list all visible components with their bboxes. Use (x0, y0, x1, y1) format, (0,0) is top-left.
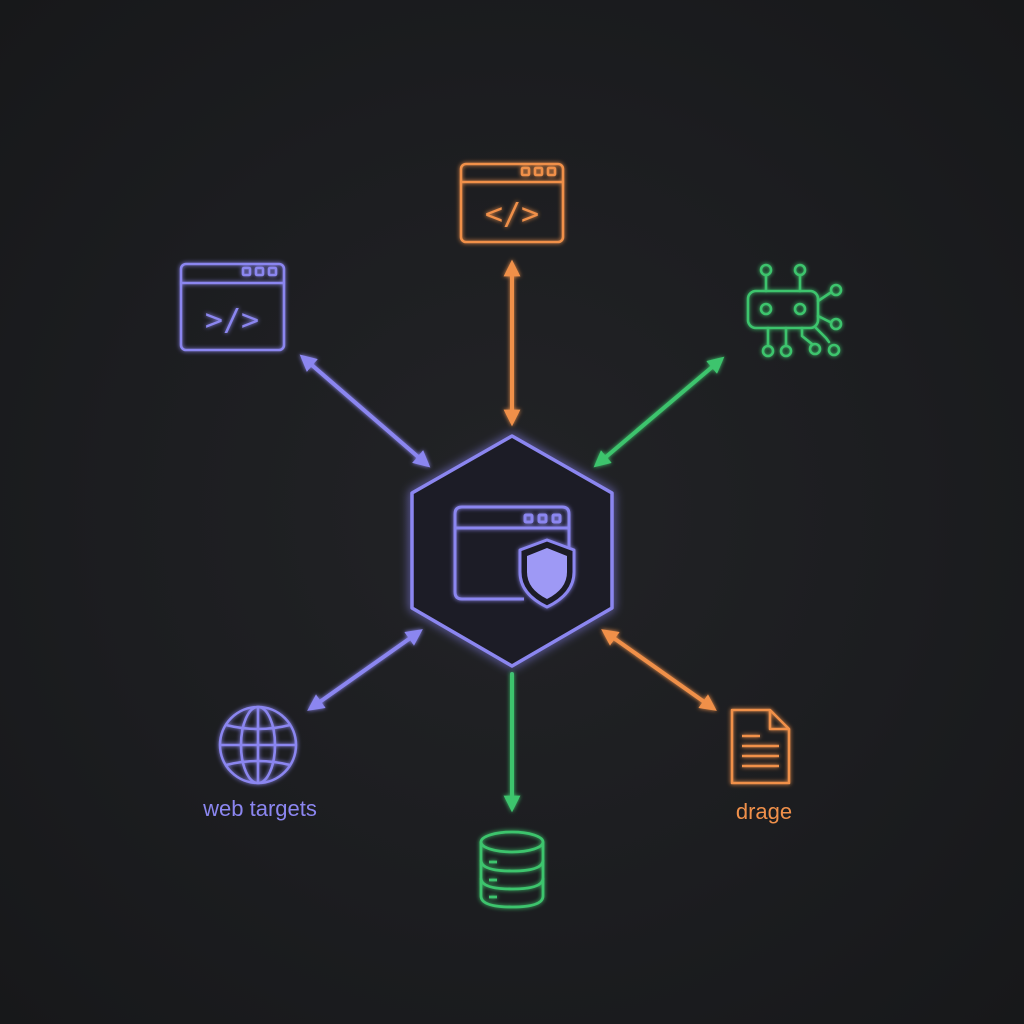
hub-node (410, 434, 614, 668)
hexagon-outline (410, 434, 614, 668)
label-drage: drage (735, 799, 793, 824)
edge-hub-upper-left (299, 354, 431, 468)
document-icon (730, 708, 791, 785)
upper-left-code-glyph: >/> (205, 303, 259, 338)
database-icon (479, 830, 545, 909)
upper-left-node-code-window-icon: >/> (179, 262, 286, 352)
edge-hub-lower-left (307, 629, 423, 711)
top-node-code-window-icon: </> (459, 162, 565, 244)
edge-hub-lower-right (601, 629, 717, 711)
edge-hub-upper-right (593, 356, 725, 468)
robot-circuit-icon (746, 263, 843, 358)
shield-icon (518, 538, 576, 609)
globe-icon (218, 705, 298, 785)
top-code-glyph: </> (485, 197, 539, 232)
label-web-targets: web targets (203, 796, 317, 821)
browser-window-icon (453, 505, 571, 601)
